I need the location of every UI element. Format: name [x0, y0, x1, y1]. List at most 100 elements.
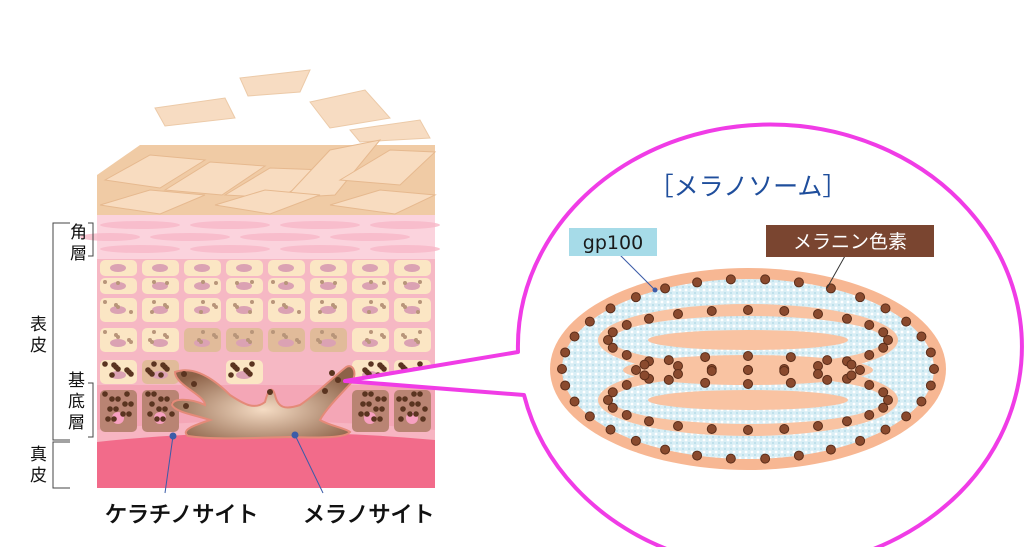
melanin-granule — [663, 374, 674, 385]
melanin-granule — [122, 401, 128, 407]
melanin-granule — [271, 330, 275, 334]
melanin-granule — [377, 416, 383, 422]
melanin-granule — [246, 338, 250, 342]
cell-nucleus — [110, 371, 126, 379]
melanin-granule — [105, 416, 111, 422]
melanin-granule — [607, 387, 618, 398]
cell-nucleus — [320, 339, 336, 347]
melanin-granule — [621, 350, 632, 360]
melanin-granule — [160, 362, 166, 368]
melanocyte-cell — [170, 365, 356, 440]
melanin-granule — [249, 361, 255, 367]
melanin-granule — [377, 362, 383, 368]
melanin-granule — [841, 416, 852, 427]
melanin-granule — [169, 411, 175, 417]
melanin-granule — [156, 406, 162, 412]
melanin-granule — [128, 401, 134, 407]
melanin-granule — [725, 453, 736, 464]
melanin-granule — [382, 281, 386, 285]
melanin-granule — [126, 411, 132, 417]
melanin-granule — [109, 372, 115, 378]
melanin-granule — [855, 435, 866, 446]
melanin-granule — [605, 424, 616, 435]
melanin-granule — [883, 395, 893, 405]
melanin-granule — [692, 450, 703, 461]
melanin-granule — [603, 335, 613, 345]
melanin-granule — [103, 300, 107, 304]
melanosome-title: ［メラノソーム］ — [649, 172, 848, 201]
melanin-granule — [230, 362, 236, 368]
label-stratum-corneum-2: 層 — [70, 244, 87, 264]
melanin-granule — [416, 310, 420, 314]
melanin-granule — [111, 362, 117, 368]
melanin-granule — [639, 359, 650, 370]
cell-nucleus — [152, 306, 168, 314]
melanin-granule — [878, 327, 889, 338]
melanin-granule — [149, 401, 155, 407]
melanin-granule — [364, 411, 370, 417]
cell-nucleus — [110, 339, 126, 347]
cell-nucleus — [152, 282, 168, 290]
melanin-granule — [197, 338, 201, 342]
pointer-lines — [164, 431, 324, 494]
melanin-granule — [901, 411, 912, 422]
melanin-granule — [916, 396, 927, 407]
stratum-corneum — [80, 215, 440, 259]
cell-nucleus — [278, 306, 294, 314]
gp100-label-box — [569, 228, 657, 256]
cell-nucleus — [320, 306, 336, 314]
melanin-granule — [569, 396, 580, 407]
melanin-granule — [621, 410, 632, 420]
melanin-granule — [366, 401, 372, 407]
melanin-granule — [154, 416, 160, 422]
melanin-granule — [381, 396, 387, 402]
melanin-granule — [603, 395, 613, 405]
melanin-granule — [358, 411, 364, 417]
melanin-granule — [113, 406, 119, 412]
melanin-granule — [360, 401, 366, 407]
cell-nucleus — [194, 306, 210, 314]
melanin-granule — [417, 391, 423, 397]
melanin-granule — [158, 396, 164, 402]
melanin-granule — [380, 333, 384, 337]
melanin-granule — [630, 435, 641, 446]
melanin-granule — [368, 391, 374, 397]
melanin-granule — [901, 316, 912, 327]
melanin-granule — [403, 281, 407, 285]
cell-nucleus — [152, 339, 168, 347]
melanin-granule — [822, 355, 833, 366]
melanin-granule — [864, 320, 875, 330]
melanin-granule — [916, 331, 927, 342]
melanin-granule — [846, 359, 857, 370]
melanin-granule — [380, 303, 384, 307]
melanin-granule — [779, 306, 790, 317]
melanin-granule — [147, 411, 153, 417]
melanin-granule — [880, 303, 891, 314]
melanin-granule — [398, 362, 404, 368]
melanin-granule — [282, 303, 286, 307]
melanin-granule — [825, 444, 836, 455]
melanin-granule — [371, 416, 377, 422]
melanin-granule — [120, 411, 126, 417]
melanin-granule — [199, 310, 203, 314]
melanin-granule — [396, 396, 402, 402]
melanin-granule — [368, 361, 374, 367]
melanin-granule — [160, 416, 166, 422]
melanin-granule — [560, 347, 571, 358]
cell-nucleus — [110, 264, 126, 272]
melanin-granule — [201, 300, 205, 304]
melanin-granule — [103, 280, 107, 284]
melanin-granule — [639, 370, 650, 381]
melanin-granule — [878, 402, 889, 413]
melanin-granule — [607, 327, 618, 338]
melanin-granule — [630, 292, 641, 303]
cell-nucleus — [362, 264, 378, 272]
melanin-granule — [417, 361, 423, 367]
melanin-granule — [700, 377, 711, 388]
melanin-granule — [365, 338, 369, 342]
melanin-granule — [115, 396, 121, 402]
melanin-granule — [846, 370, 857, 381]
melanin-granule — [706, 306, 717, 317]
melanin-granules — [557, 274, 939, 464]
melanin-granule — [158, 372, 164, 378]
